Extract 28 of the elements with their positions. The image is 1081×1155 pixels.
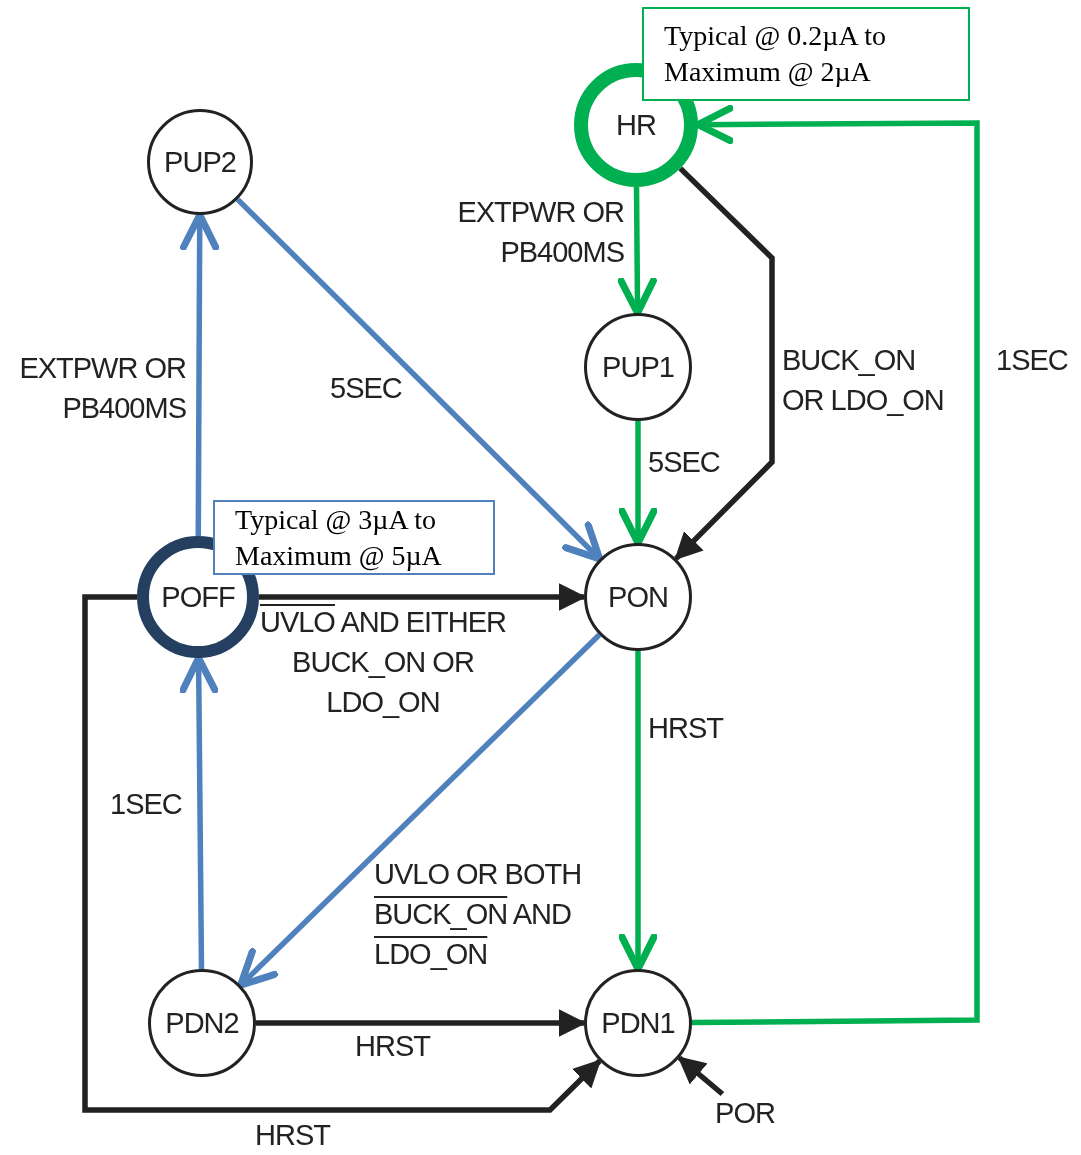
- edge-label: UVLO OR BOTH BUCK_ON AND LDO_ON: [374, 857, 583, 972]
- transition-arrow: [256, 1009, 587, 1037]
- edge-label: 5SEC: [330, 371, 403, 406]
- state-circle: PDN2: [148, 969, 256, 1077]
- transition-arrow: [82, 594, 602, 1113]
- edge-label: HRST: [255, 1118, 332, 1153]
- signal-label: POR: [712, 1094, 778, 1132]
- transition-arrow: [237, 632, 602, 989]
- edge-label: EXTPWR OR PB400MS: [456, 195, 624, 270]
- edge-label: 5SEC: [648, 445, 721, 480]
- edge-label: EXTPWR OR PB400MS: [18, 351, 186, 426]
- state-circle: PUP2: [147, 109, 253, 215]
- transition-arrow: [677, 1055, 725, 1097]
- transition-arrow: [235, 197, 604, 563]
- state-circle: PDN1: [584, 969, 692, 1077]
- edge-label: 1SEC: [110, 787, 183, 822]
- transition-arrow: [259, 583, 587, 611]
- state-circle: PON: [584, 543, 692, 651]
- edge-label: 1SEC: [996, 343, 1069, 378]
- note-box: Typical @ 0.2µA to Maximum @ 2µA: [642, 7, 970, 101]
- transition-arrow: [674, 166, 775, 561]
- edge-label: UVLO AND EITHER BUCK_ON OR LDO_ON: [258, 605, 508, 720]
- edge-label: HRST: [648, 711, 725, 746]
- edge-label: HRST: [355, 1029, 432, 1064]
- note-box: Typical @ 3µA to Maximum @ 5µA: [213, 500, 495, 575]
- state-circle: PUP1: [584, 313, 692, 421]
- transition-arrow: [691, 104, 980, 1026]
- edge-label: BUCK_ON OR LDO_ON: [782, 343, 945, 418]
